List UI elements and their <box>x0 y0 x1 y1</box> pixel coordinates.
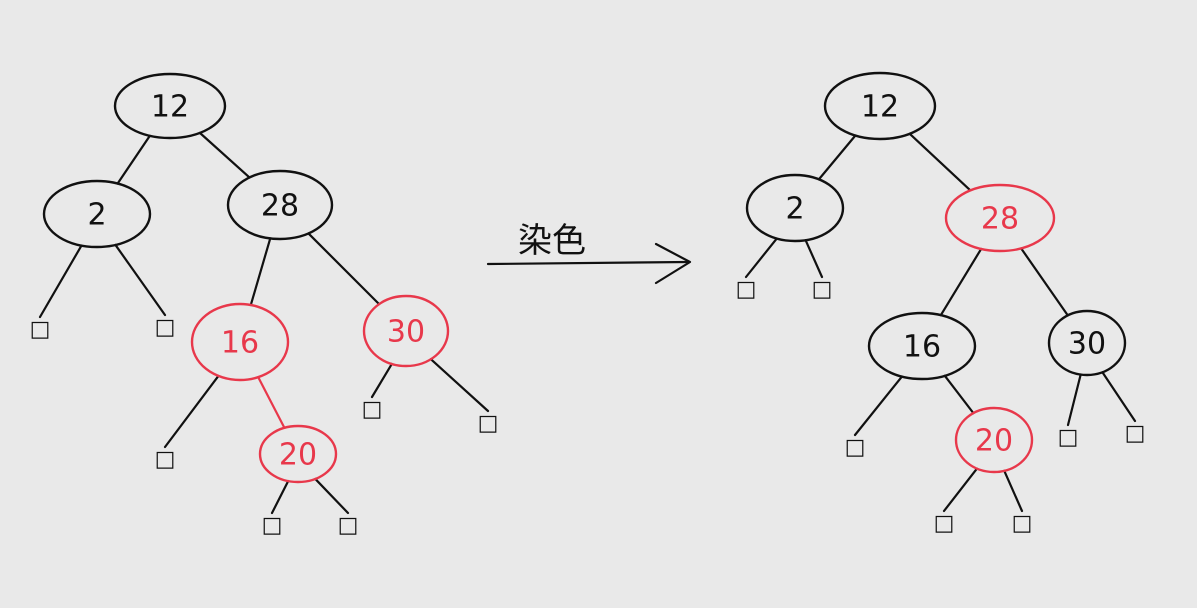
tree-node: 12 <box>113 72 227 140</box>
tree-edge <box>429 358 490 413</box>
node-label: 12 <box>861 90 899 125</box>
nil-leaf: □ <box>155 315 176 340</box>
tree-node: 16 <box>867 311 977 381</box>
node-label: 20 <box>279 438 317 473</box>
tree-node: 28 <box>226 169 334 241</box>
node-circle <box>226 169 334 241</box>
nil-leaf: □ <box>736 277 757 302</box>
tree-edge <box>38 244 83 319</box>
node-label: 2 <box>87 198 106 233</box>
tree-edge <box>804 239 824 279</box>
tree-node: 12 <box>823 71 937 141</box>
node-label: 16 <box>903 330 941 365</box>
tree-edge <box>939 247 983 317</box>
tree-edge <box>314 477 350 515</box>
tree-edge <box>908 132 972 192</box>
nil-leaf: □ <box>1058 425 1079 450</box>
tree-edge <box>744 237 778 279</box>
node-circle <box>954 406 1034 474</box>
tree-edge <box>1066 373 1082 427</box>
tree-node: 28 <box>944 183 1056 253</box>
nil-leaf: □ <box>845 435 866 460</box>
node-circle <box>113 72 227 140</box>
nil-leaf: □ <box>1012 511 1033 536</box>
node-label: 28 <box>981 202 1019 237</box>
node-circle <box>745 173 845 243</box>
tree-node: 2 <box>745 173 845 243</box>
nil-leaf: □ <box>934 511 955 536</box>
arrow-shaft <box>486 260 690 266</box>
tree-edge <box>1020 247 1069 317</box>
tree-node: 2 <box>42 179 152 249</box>
tree-edge <box>114 243 167 317</box>
tree-node: 30 <box>362 294 450 368</box>
tree-edge <box>249 237 272 307</box>
nil-leaf: □ <box>1125 421 1146 446</box>
node-label: 16 <box>221 326 259 361</box>
node-label: 20 <box>975 424 1013 459</box>
tree-edge <box>942 467 979 513</box>
arrow-label: 染色 <box>518 221 586 261</box>
node-circle <box>944 183 1056 253</box>
node-circle <box>190 302 290 382</box>
node-circle <box>258 424 338 484</box>
nil-leaf: □ <box>812 277 833 302</box>
node-circle <box>362 294 450 368</box>
tree-node: 16 <box>190 302 290 382</box>
nil-leaf: □ <box>155 447 176 472</box>
tree-edge <box>370 362 393 399</box>
node-label: 30 <box>387 315 425 350</box>
tree-node: 20 <box>258 424 338 484</box>
nil-leaf: □ <box>30 317 51 342</box>
node-label: 2 <box>785 192 804 227</box>
node-label: 12 <box>151 90 189 125</box>
tree-edge <box>163 374 220 449</box>
tree-edge <box>198 131 251 179</box>
tree-edge <box>307 232 381 306</box>
tree-after: 12 2 28 16 30 20 □ □ □ □ □ □ □ <box>736 71 1146 536</box>
node-circle <box>823 71 937 141</box>
tree-node: 20 <box>954 406 1034 474</box>
tree-edge <box>853 375 904 437</box>
nil-leaf: □ <box>262 513 283 538</box>
arrow-head-icon <box>654 242 692 285</box>
tree-edge <box>257 376 286 429</box>
node-label: 28 <box>261 189 299 224</box>
node-label: 30 <box>1068 327 1106 362</box>
tree-before: 12 2 28 16 30 20 □ □ □ □ □ □ □ <box>30 72 499 538</box>
tree-edge <box>943 374 975 415</box>
tree-node: 30 <box>1047 309 1127 377</box>
nil-leaf: □ <box>338 513 359 538</box>
tree-edge <box>1003 469 1024 513</box>
nil-leaf: □ <box>362 397 383 422</box>
node-circle <box>42 179 152 249</box>
node-circle <box>1047 309 1127 377</box>
node-circle <box>867 311 977 381</box>
tree-edge <box>817 134 857 181</box>
tree-edge <box>116 134 151 185</box>
nil-leaf: □ <box>478 411 499 436</box>
tree-edge <box>270 479 290 515</box>
tree-edge <box>1101 371 1137 423</box>
recolor-arrow: 染色 <box>486 221 692 285</box>
